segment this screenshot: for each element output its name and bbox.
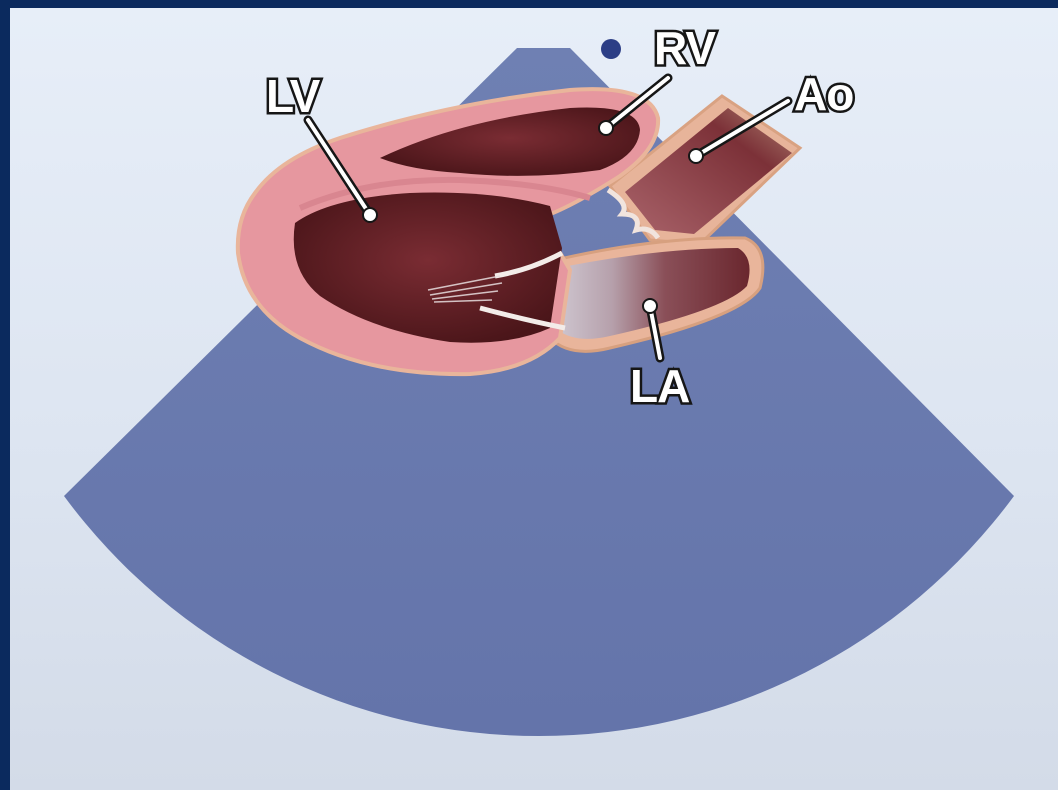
orientation-marker: [601, 39, 621, 59]
diagram-frame: RV LV Ao LA: [10, 8, 1058, 790]
rv-label-text: RV: [654, 22, 716, 74]
ao-label-text: Ao: [794, 68, 853, 120]
lv-label-text: LV: [266, 70, 321, 122]
rv-pointer-dot: [599, 121, 613, 135]
la-pointer-dot: [643, 299, 657, 313]
lv-pointer-dot: [363, 208, 377, 222]
heart-ultrasound-diagram: RV LV Ao LA: [10, 8, 1058, 790]
ao-pointer-dot: [689, 149, 703, 163]
la-label-text: LA: [630, 360, 689, 412]
